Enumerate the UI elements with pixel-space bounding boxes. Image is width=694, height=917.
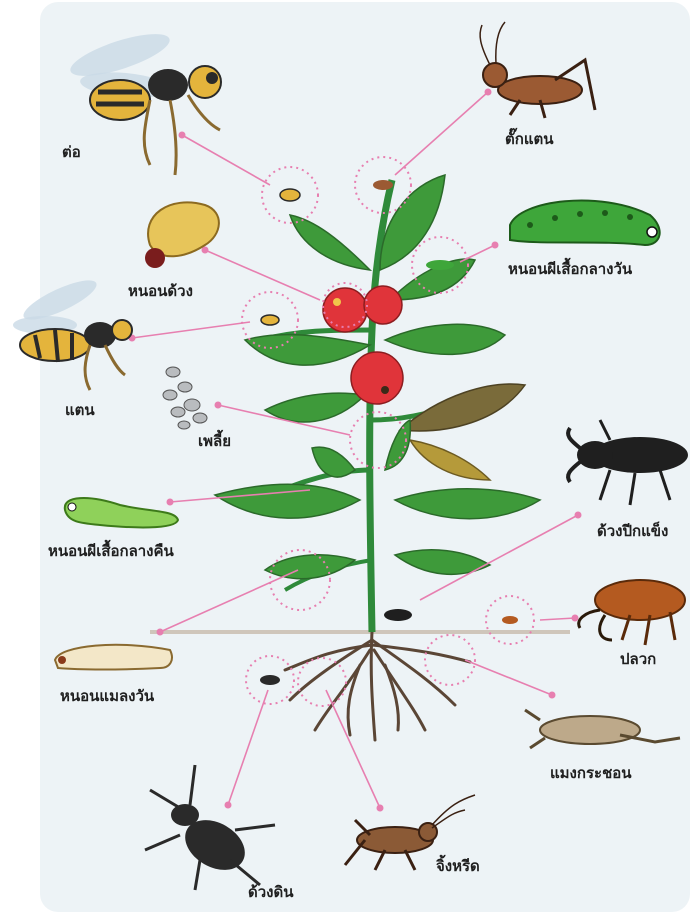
label-maggot: หนอนแมลงวัน <box>60 687 154 705</box>
label-grub: หนอนด้วง <box>128 282 193 300</box>
label-earwig: ปลวก <box>620 650 656 668</box>
grub-illustration <box>145 202 219 268</box>
ground-beetle-illustration <box>145 765 275 890</box>
leader-dots <box>129 89 582 812</box>
label-cricket: จิ้งหรีด <box>436 857 480 875</box>
label-black-beetle: ด้วงปีกแข็ง <box>597 522 668 540</box>
night-caterpillar-illustration <box>65 498 178 527</box>
label-hornet: แตน <box>65 401 95 419</box>
mole-cricket-illustration <box>525 710 680 748</box>
label-ground-beetle: ด้วงดิน <box>248 883 293 901</box>
hornet-illustration <box>13 273 132 390</box>
label-grasshopper: ตั๊กแตน <box>505 130 554 148</box>
green-caterpillar-illustration <box>510 201 660 245</box>
maggot-illustration <box>55 645 172 670</box>
label-mole-cricket: แมงกระชอน <box>550 764 632 782</box>
label-wasp: ต่อ <box>62 143 81 161</box>
leader-lines <box>132 92 578 808</box>
label-aphid: เพลี้ย <box>198 432 231 450</box>
termite-illustration <box>579 580 685 645</box>
stag-beetle-illustration <box>568 420 688 505</box>
aphids-illustration <box>163 367 207 429</box>
label-night-caterpillar: หนอนผีเสื้อกลางคืน <box>48 542 174 560</box>
plant-roots <box>285 632 470 740</box>
wasp-illustration <box>66 26 221 175</box>
label-green-caterpillar: หนอนผีเสื้อกลางวัน <box>508 260 632 278</box>
grasshopper-illustration <box>480 22 595 118</box>
